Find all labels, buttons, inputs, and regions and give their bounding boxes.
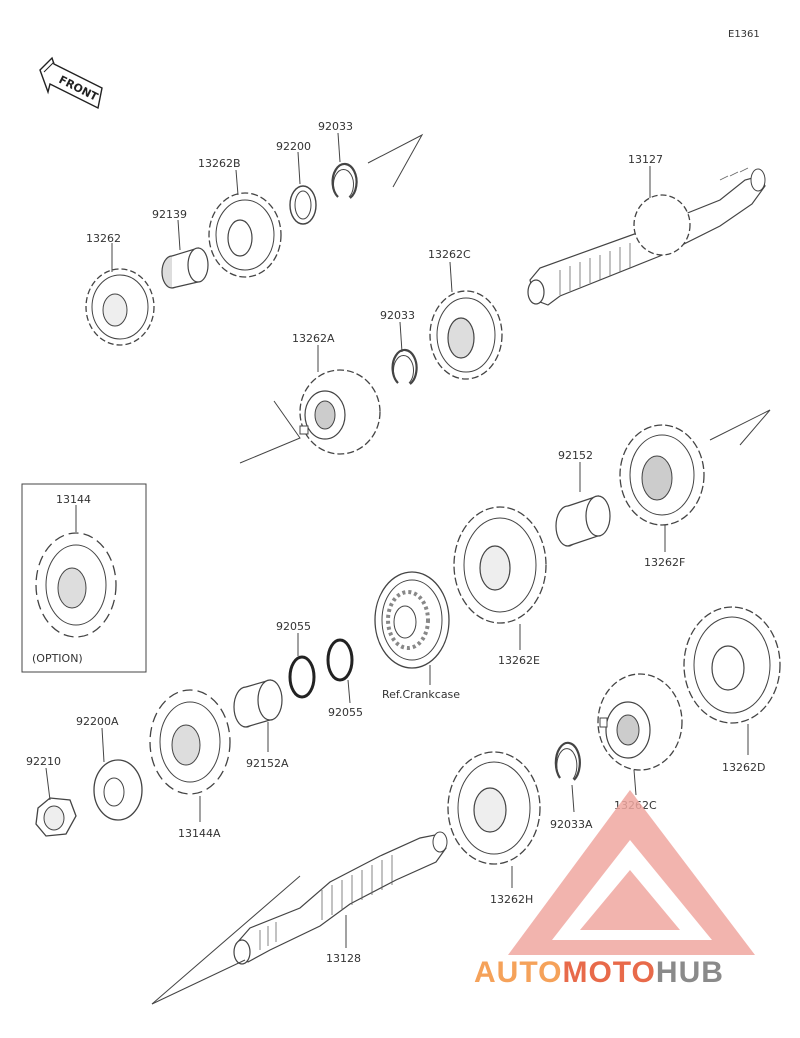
guide-line — [151, 875, 301, 1005]
guide-line — [239, 400, 301, 464]
label-13144: 13144 — [56, 493, 91, 506]
label-92200A: 92200A — [76, 715, 119, 728]
label-92210: 92210 — [26, 755, 61, 768]
label-92152A: 92152A — [246, 757, 289, 770]
guide-line — [709, 409, 771, 446]
washer-92200 — [289, 185, 317, 225]
label-92033-mid: 92033 — [380, 309, 415, 322]
nut-92210 — [35, 797, 77, 837]
option-box — [21, 483, 147, 673]
sprocket-13144 — [35, 532, 117, 638]
gear-13262 — [85, 268, 155, 346]
front-arrow-icon — [39, 56, 103, 110]
circlip-92033-top — [331, 162, 358, 199]
label-92139: 92139 — [152, 208, 187, 221]
collar-92152 — [555, 495, 611, 547]
label-13262H: 13262H — [490, 893, 533, 906]
watermark-part1: AUTO — [474, 956, 562, 989]
label-13262F: 13262F — [644, 556, 685, 569]
watermark-logo — [508, 790, 755, 955]
label-13262E: 13262E — [498, 654, 540, 667]
watermark-text: AUTOMOTOHUB — [474, 956, 724, 989]
option-label: (OPTION) — [32, 652, 83, 665]
label-13262C-top: 13262C — [428, 248, 471, 261]
sprocket-13144A — [149, 689, 231, 795]
label-92152: 92152 — [558, 449, 593, 462]
gear-13262A — [299, 369, 381, 455]
label-13262: 13262 — [86, 232, 121, 245]
guide-line — [151, 959, 246, 1005]
guide-line — [367, 133, 424, 188]
gear-13262F — [619, 424, 705, 526]
oring-92055-b — [326, 638, 354, 682]
diagram-code: E1361 — [728, 29, 760, 40]
label-13128: 13128 — [326, 952, 361, 965]
label-92200: 92200 — [276, 140, 311, 153]
gear-13262H — [447, 751, 541, 865]
label-13127: 13127 — [628, 153, 663, 166]
bearing-92139 — [161, 247, 209, 289]
ball-bearing — [374, 571, 450, 669]
label-13144A: 13144A — [178, 827, 221, 840]
label-ref-crankcase: Ref.Crankcase — [382, 688, 460, 701]
shaft-13128 — [233, 831, 448, 965]
circlip-92033-mid — [391, 348, 418, 385]
circlip-92033A — [554, 741, 581, 781]
gear-13262B — [208, 192, 282, 278]
gear-13262E — [453, 506, 547, 624]
collar-92152A — [233, 679, 283, 728]
gear-13262C-low — [597, 673, 683, 771]
label-13262D: 13262D — [722, 761, 765, 774]
label-13262B: 13262B — [198, 157, 241, 170]
watermark-part2: MOTO — [562, 956, 655, 989]
label-92055-a: 92055 — [276, 620, 311, 633]
label-92033-top: 92033 — [318, 120, 353, 133]
label-92033A: 92033A — [550, 818, 593, 831]
shaft-13127 — [527, 167, 766, 306]
washer-92200A — [93, 759, 143, 821]
oring-92055-a — [288, 655, 316, 699]
gear-13262C-top — [429, 290, 503, 380]
watermark-part3: HUB — [656, 956, 724, 989]
label-92055-b: 92055 — [328, 706, 363, 719]
label-13262A: 13262A — [292, 332, 335, 345]
gear-13262D — [683, 606, 781, 724]
